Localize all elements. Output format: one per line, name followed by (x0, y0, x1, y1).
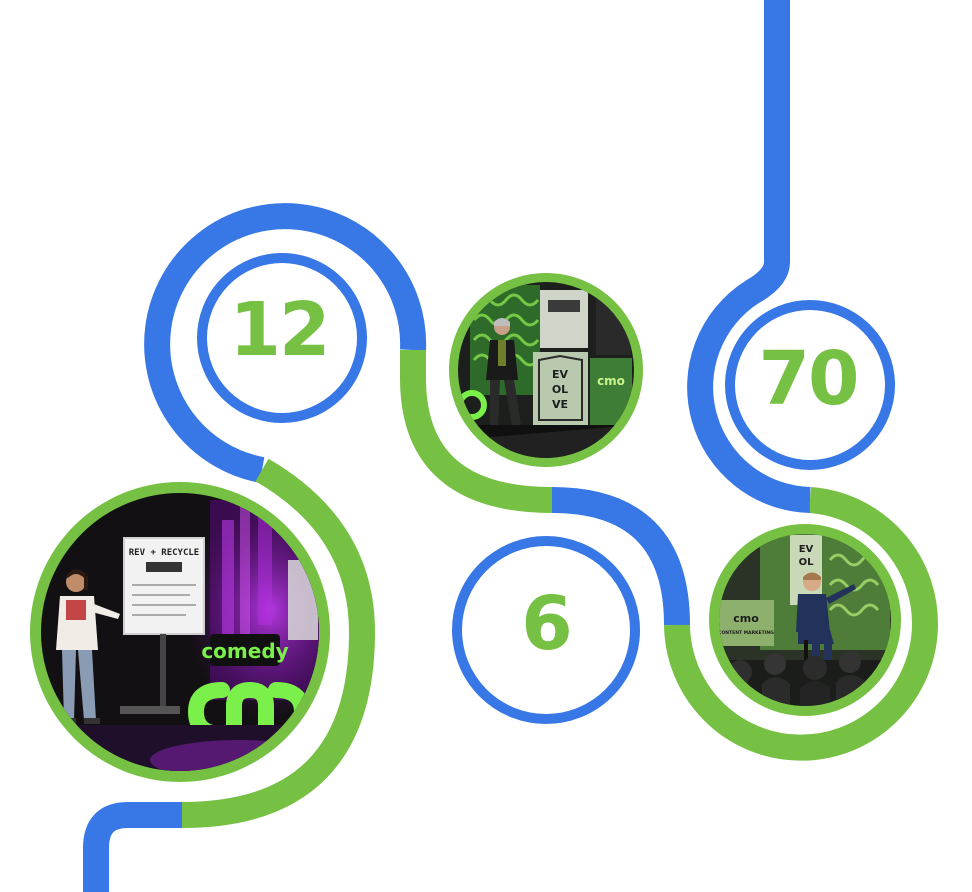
stat-number-6: 6 (521, 581, 571, 667)
stat-circle-12: 12 (197, 253, 367, 423)
top-cmo-logo: cmo (597, 374, 625, 388)
track-blue-12-loop (144, 203, 427, 483)
track-green-s-curve (400, 350, 553, 513)
evolve-line-1: EV (552, 368, 569, 381)
path-track (83, 0, 938, 892)
track-blue-6-top (551, 487, 690, 626)
podium-text: CONTENT MARKETING (718, 630, 774, 636)
track-blue-70-loop (687, 0, 811, 513)
stat-number-12: 12 (230, 287, 329, 373)
stat-circle-70: 70 (725, 300, 895, 470)
right-cmo-logo: cmo (733, 612, 759, 625)
screen-title: REV + RECYCLE (129, 548, 199, 558)
stat-circle-6: 6 (452, 536, 640, 724)
top-speaker-figure (486, 318, 522, 432)
track-blue-bottom-exit (83, 802, 182, 892)
right-evolve-line-1: EV (799, 544, 814, 555)
comedy-sign-text: comedy (201, 639, 288, 663)
evolve-line-2: OL (552, 383, 568, 396)
photo-top: EV OL VE cmo (449, 273, 643, 467)
photo-left: REV + RECYCLE (30, 482, 330, 782)
stat-number-70: 70 (759, 336, 858, 422)
right-evolve-line-2: OL (799, 557, 815, 568)
track-green-right-loop (664, 487, 938, 761)
photo-right: EV OL cmo CONTENT MARKETING (709, 524, 901, 716)
evolve-line-3: VE (552, 398, 568, 411)
track-green-left-loop (181, 458, 376, 828)
